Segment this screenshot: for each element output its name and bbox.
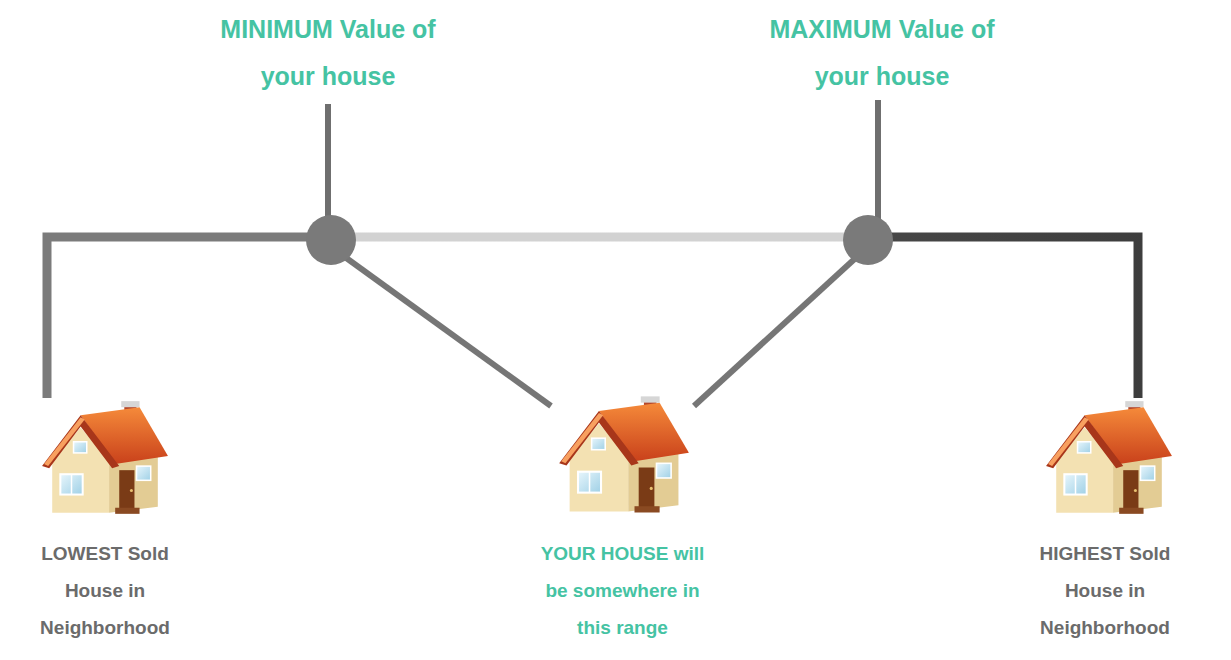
range-bar [47, 237, 1138, 398]
value-label: MAXIMUM Value of your house [752, 6, 1012, 100]
edge-layer [47, 237, 1138, 398]
range-marker [306, 215, 356, 265]
house-node: LOWEST Sold House in Neighborhood [35, 395, 175, 657]
house-icon [559, 396, 689, 512]
range-line [338, 252, 551, 406]
house-icon [1046, 401, 1172, 514]
house-node: HIGHEST Sold House in Neighborhood [1035, 395, 1175, 657]
leader-line [875, 100, 881, 220]
leader-line [325, 104, 331, 220]
house-caption: YOUR HOUSE will be somewhere in this ran… [535, 535, 710, 646]
range-marker [843, 215, 893, 265]
range-line [694, 254, 860, 406]
house-caption: HIGHEST Sold House in Neighborhood [1035, 535, 1175, 646]
house-node: YOUR HOUSE will be somewhere in this ran… [535, 395, 710, 657]
house-icon [42, 401, 168, 514]
value-label: MINIMUM Value of your house [198, 6, 458, 100]
house-caption: LOWEST Sold House in Neighborhood [35, 535, 175, 646]
